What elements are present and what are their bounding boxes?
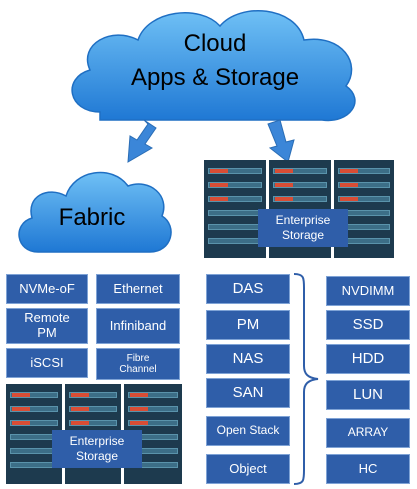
protocol-infiniband: Infiniband [96, 308, 180, 344]
storage-type-object: Object [206, 454, 290, 484]
enterprise-storage-rack-right: Enterprise Storage [204, 160, 394, 258]
enterprise-storage-line2: Storage [281, 228, 325, 242]
cloud-fabric-shape [18, 171, 172, 253]
media-type-ssd: SSD [326, 310, 410, 340]
enterprise-storage-line2: Storage [75, 449, 119, 463]
protocol-iscsi: iSCSI [6, 348, 88, 378]
protocol-nvme-of: NVMe-oF [6, 274, 88, 304]
cloud-title-line2: Apps & Storage [130, 64, 300, 91]
enterprise-storage-line1: Enterprise [275, 213, 331, 227]
enterprise-storage-label-right: Enterprise Storage [258, 209, 348, 247]
storage-type-open-stack: Open Stack [206, 416, 290, 446]
protocol-fibre-channel: Fibre Channel [96, 348, 180, 380]
storage-type-das: DAS [206, 274, 290, 304]
grouping-brace-icon [293, 273, 319, 485]
arrow-to-fabric-icon [127, 119, 157, 163]
enterprise-storage-label-left: Enterprise Storage [52, 430, 142, 468]
server-rack-icon [204, 160, 266, 258]
cloud-apps-storage-shape [71, 9, 356, 122]
storage-type-nas: NAS [206, 344, 290, 374]
storage-type-san: SAN [206, 378, 290, 408]
protocol-ethernet: Ethernet [96, 274, 180, 304]
media-type-nvdimm: NVDIMM [326, 276, 410, 306]
arrow-to-enterprise-icon [267, 119, 295, 163]
cloud-title-line1: Cloud [183, 30, 247, 57]
media-type-lun: LUN [326, 380, 410, 410]
media-type-hc: HC [326, 454, 410, 484]
media-type-hdd: HDD [326, 344, 410, 374]
cloud-fabric-label: Fabric [58, 204, 126, 231]
protocol-remote-pm: Remote PM [6, 308, 88, 344]
enterprise-storage-rack-left: Enterprise Storage [6, 384, 182, 484]
enterprise-storage-line1: Enterprise [69, 434, 125, 448]
storage-type-pm: PM [206, 310, 290, 340]
media-type-array: ARRAY [326, 418, 410, 448]
